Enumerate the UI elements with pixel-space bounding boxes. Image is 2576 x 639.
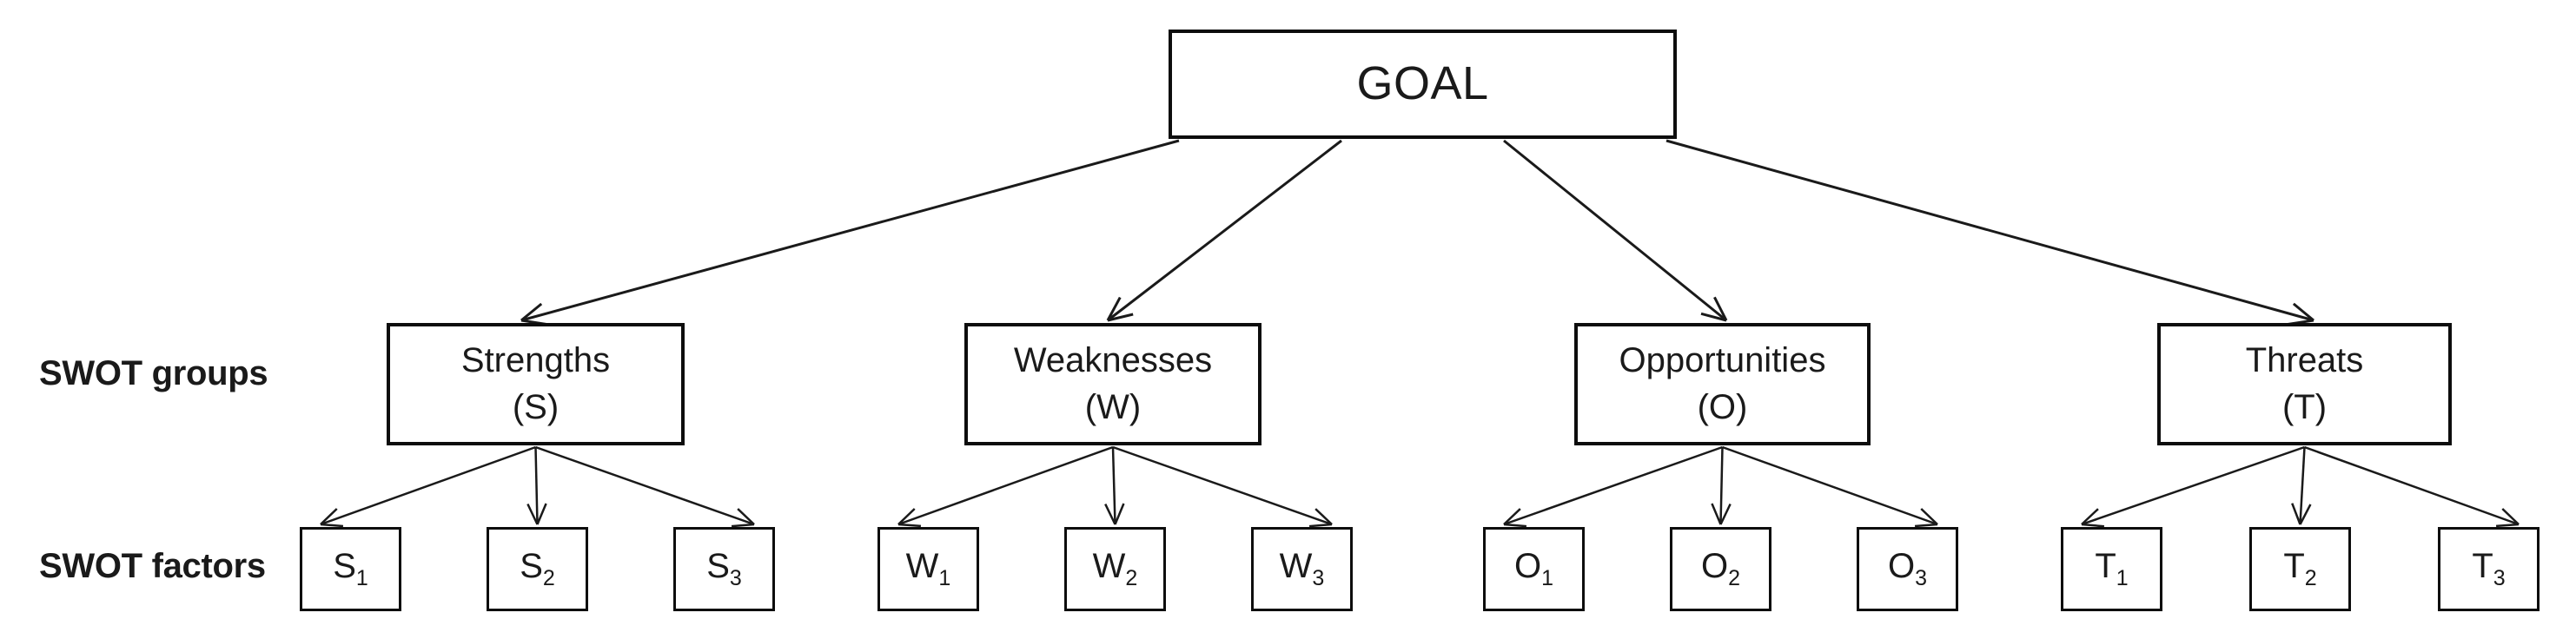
node-factor-t2-label: T2 (2283, 546, 2316, 592)
row-label-swot-factors: SWOT factors (39, 547, 266, 585)
node-factor-o1-label: O1 (1514, 546, 1553, 592)
node-factor-o2[interactable]: O2 (1670, 527, 1771, 611)
node-factor-o1[interactable]: O1 (1483, 527, 1585, 611)
node-group-strengths-label: Strengths (460, 341, 611, 380)
node-factor-w3-subscript: 3 (1312, 566, 1325, 591)
node-factor-w1-base: W (905, 547, 939, 586)
node-factor-w3-label: W3 (1280, 546, 1325, 592)
node-factor-w2-label: W2 (1093, 546, 1138, 592)
node-factor-o2-subscript: 2 (1728, 566, 1741, 591)
node-factor-s2-base: S (520, 547, 543, 586)
node-group-threats-label: Threats (2245, 341, 2364, 380)
node-factor-t3-subscript: 3 (2493, 566, 2506, 591)
node-factor-s3[interactable]: S3 (673, 527, 775, 611)
node-group-weaknesses-code: (W) (1084, 387, 1142, 426)
node-factor-s3-base: S (706, 547, 730, 586)
node-factor-o1-base: O (1513, 547, 1542, 586)
node-factor-w1-label: W1 (906, 546, 951, 592)
node-factor-s2-label: S2 (520, 546, 555, 592)
node-factor-t3-base: T (2472, 547, 2493, 586)
node-factor-o2-label: O2 (1701, 546, 1740, 592)
node-factor-s3-label: S3 (706, 546, 742, 592)
node-group-opportunities-label: Opportunities (1619, 341, 1826, 380)
node-group-threats-code: (T) (2281, 387, 2328, 426)
node-factor-o1-subscript: 1 (1541, 566, 1554, 591)
node-factor-w2[interactable]: W2 (1064, 527, 1166, 611)
node-factor-s2[interactable]: S2 (487, 527, 588, 611)
node-factor-s3-subscript: 3 (729, 566, 742, 591)
row-label-swot-groups: SWOT groups (39, 354, 268, 392)
node-factor-s1-label: S1 (333, 546, 368, 592)
node-factor-s1-subscript: 1 (355, 566, 368, 591)
node-factor-t1-label: T1 (2095, 546, 2128, 592)
node-factor-o3-subscript: 3 (1915, 566, 1928, 591)
node-factor-o3[interactable]: O3 (1857, 527, 1958, 611)
node-factor-s2-subscript: 2 (542, 566, 555, 591)
node-factor-w3[interactable]: W3 (1251, 527, 1353, 611)
node-factor-w3-base: W (1279, 547, 1313, 586)
node-factor-t3[interactable]: T3 (2438, 527, 2540, 611)
node-group-strengths-code: (S) (512, 387, 560, 426)
node-factor-w1-subscript: 1 (938, 566, 951, 591)
node-factor-t3-label: T3 (2472, 546, 2505, 592)
node-group-opportunities-code: (O) (1697, 387, 1748, 426)
node-factor-o3-base: O (1887, 547, 1916, 586)
node-group-strengths[interactable]: Strengths (S) (387, 323, 685, 445)
node-factor-o2-base: O (1700, 547, 1729, 586)
node-factor-t1-base: T (2095, 547, 2116, 586)
node-factor-t1[interactable]: T1 (2061, 527, 2162, 611)
node-factor-s1-base: S (333, 547, 356, 586)
node-group-weaknesses[interactable]: Weaknesses (W) (964, 323, 1262, 445)
node-group-threats[interactable]: Threats (T) (2157, 323, 2452, 445)
node-group-opportunities[interactable]: Opportunities (O) (1574, 323, 1871, 445)
node-factor-w2-subscript: 2 (1125, 566, 1138, 591)
node-factor-w2-base: W (1092, 547, 1126, 586)
node-factor-t1-subscript: 1 (2116, 566, 2129, 591)
node-factor-s1[interactable]: S1 (300, 527, 401, 611)
node-goal-label: GOAL (1356, 57, 1489, 110)
node-goal[interactable]: GOAL (1169, 30, 1677, 139)
node-factor-t2-subscript: 2 (2304, 566, 2317, 591)
node-group-weaknesses-label: Weaknesses (1013, 341, 1213, 380)
node-factor-t2-base: T (2283, 547, 2305, 586)
node-factor-o3-label: O3 (1888, 546, 1927, 592)
node-factor-w1[interactable]: W1 (877, 527, 979, 611)
node-factor-t2[interactable]: T2 (2249, 527, 2351, 611)
